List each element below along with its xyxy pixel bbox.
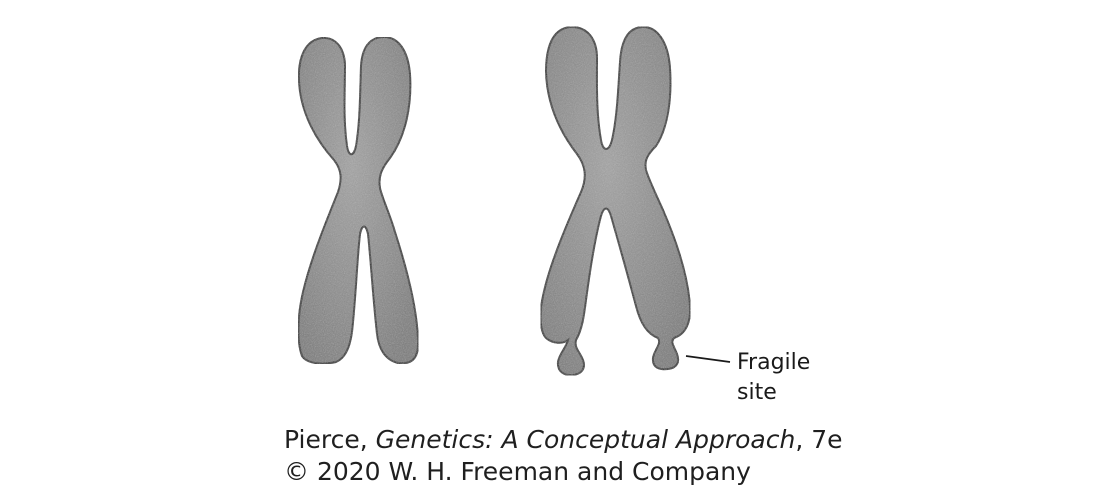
fragile-x-chromosome <box>539 25 692 377</box>
citation-book-title: Genetics: A Conceptual Approach <box>375 425 796 454</box>
fragile-site-label-line1: Fragile <box>737 350 811 375</box>
citation-author: Pierce, <box>284 425 376 454</box>
copyright-notice: © 2020 W. H. Freeman and Company <box>284 457 751 486</box>
citation-edition: , 7e <box>795 425 843 454</box>
fragile-site-label-line2: site <box>737 380 777 405</box>
fragile-site-pointer <box>685 355 731 363</box>
source-citation: Pierce, Genetics: A Conceptual Approach,… <box>284 424 843 456</box>
chromosome-figure <box>297 25 731 377</box>
chromosome-illustration <box>297 25 731 377</box>
normal-chromosome <box>297 35 420 365</box>
